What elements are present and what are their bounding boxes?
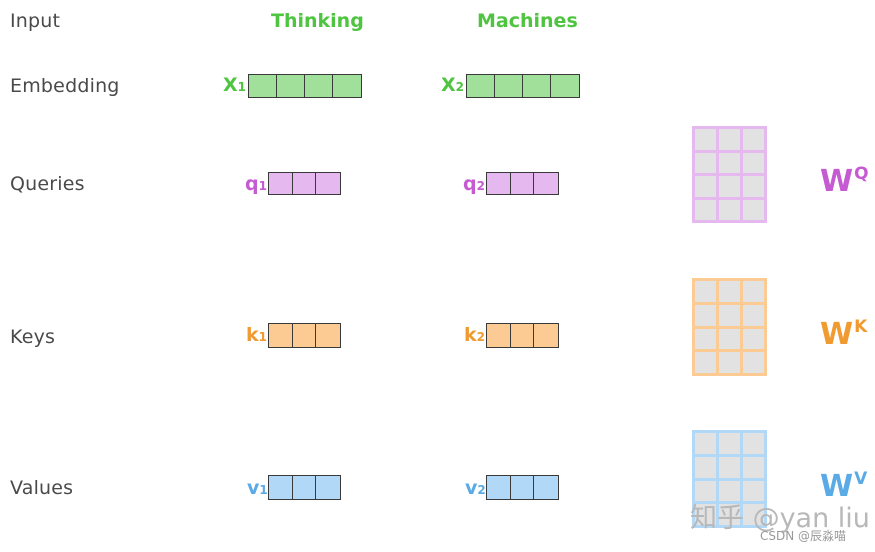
wq-matrix [692,126,767,223]
row-label-keys: Keys [10,326,56,348]
q2-vector [486,172,559,195]
row-label-values: Values [10,477,74,499]
x1-vector [248,74,362,98]
wk-matrix [692,278,767,376]
k1-vector [268,323,341,348]
row-label-embedding: Embedding [10,75,120,97]
v2-label: v2 [465,477,486,499]
wq-label: WQ [820,164,869,199]
q1-vector [268,172,341,195]
k2-vector [486,323,559,348]
word-thinking: Thinking [271,10,364,32]
k2-label: k2 [464,324,485,346]
q2-label: q2 [463,173,485,195]
csdn-watermark: CSDN @辰淼喵 [760,529,847,543]
q1-label: q1 [245,173,267,195]
x1-label: X1 [223,74,247,96]
v2-vector [486,475,559,500]
zhihu-watermark: 知乎 @yan liu [690,503,870,534]
k1-label: k1 [246,324,267,346]
x2-label: X2 [441,74,465,96]
v1-vector [268,475,341,500]
word-machines: Machines [477,10,578,32]
wk-label: WK [820,317,868,352]
x2-vector [466,74,580,98]
v1-label: v1 [247,477,268,499]
row-label-input: Input [10,10,61,32]
row-label-queries: Queries [10,173,85,195]
wv-label: WV [820,469,868,504]
wv-matrix [692,430,767,528]
